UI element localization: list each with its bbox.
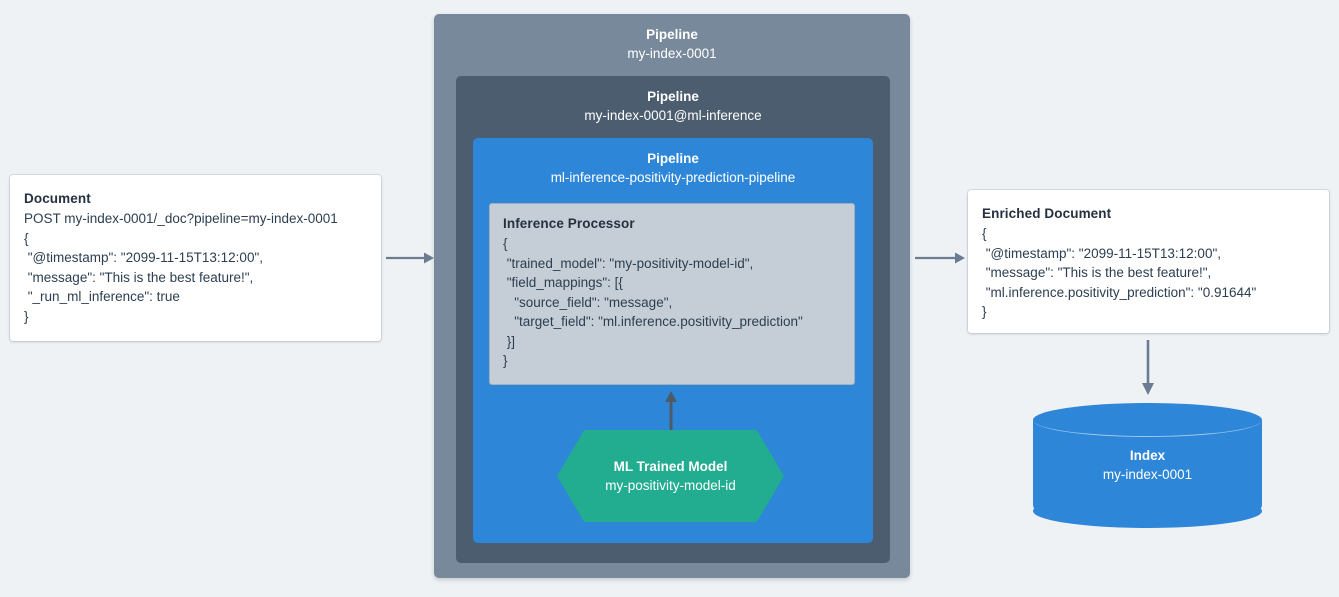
inference-processor-line-1: "trained_model": "my-positivity-model-id… [503,255,754,271]
inference-processor-card: Inference Processor { "trained_model": "… [489,203,855,385]
enriched-document-line-4: } [982,304,987,319]
enriched-document-line-0: { [982,226,987,241]
enriched-document-line-2: "message": "This is the best feature!", [982,265,1212,280]
source-document-line-2: "@timestamp": "2099-11-15T13:12:00", [24,250,263,265]
pipeline-outer-label: Pipeline [646,27,698,42]
inference-processor-line-0: { [503,236,508,251]
arrow-pipeline-to-enriched-document-icon [915,252,965,264]
inference-processor-line-2: "field_mappings": [{ [503,275,623,290]
source-document-line-3: "message": "This is the best feature!", [24,269,254,285]
inference-processor-title: Inference Processor [503,216,635,231]
pipeline-inner-label: Pipeline [647,151,699,166]
ml-trained-model-label: ML Trained Model [613,458,728,474]
arrow-document-to-pipeline-icon [386,252,434,264]
pipeline-outer-header: Pipeline my-index-0001 [434,14,910,64]
source-document-card: Document POST my-index-0001/_doc?pipelin… [10,175,381,341]
pipeline-inner-name: ml-inference-positivity-prediction-pipel… [550,170,796,185]
pipeline-middle-header: Pipeline my-index-0001@ml-inference [456,76,890,126]
index-cylinder-text: Index my-index-0001 [1033,403,1262,528]
enriched-document-card: Enriched Document { "@timestamp": "2099-… [968,190,1329,333]
pipeline-middle-name: my-index-0001@ml-inference [584,108,762,123]
index-cylinder-top [1033,403,1262,437]
inference-processor-line-6: } [503,353,508,368]
inference-processor-line-3: "source_field": "message", [503,294,673,310]
source-document-line-1: { [24,230,29,246]
source-document-line-0: POST my-index-0001/_doc?pipeline=my-inde… [24,211,338,226]
pipeline-middle-label: Pipeline [647,89,699,104]
enriched-document-title: Enriched Document [982,206,1112,221]
index-label: Index [1129,448,1166,463]
ml-trained-model-hexagon: ML Trained Model my-positivity-model-id [557,430,784,522]
ml-trained-model-name: my-positivity-model-id [605,477,736,493]
source-document-line-4: "_run_ml_inference": true [24,289,180,304]
enriched-document-line-1: "@timestamp": "2099-11-15T13:12:00", [982,245,1221,261]
source-document-line-5: } [24,308,29,324]
arrow-enriched-document-to-index-icon [1142,340,1154,395]
inference-processor-line-4: "target_field": "ml.inference.positivity… [503,314,803,329]
pipeline-outer-name: my-index-0001 [627,46,717,61]
source-document-title: Document [24,191,91,206]
enriched-document-line-3: "ml.inference.positivity_prediction": "0… [982,284,1257,300]
index-cylinder: Index my-index-0001 [1033,403,1262,528]
inference-processor-line-5: }] [503,333,516,349]
index-name: my-index-0001 [1102,467,1193,482]
pipeline-inner-header: Pipeline ml-inference-positivity-predict… [473,138,873,188]
